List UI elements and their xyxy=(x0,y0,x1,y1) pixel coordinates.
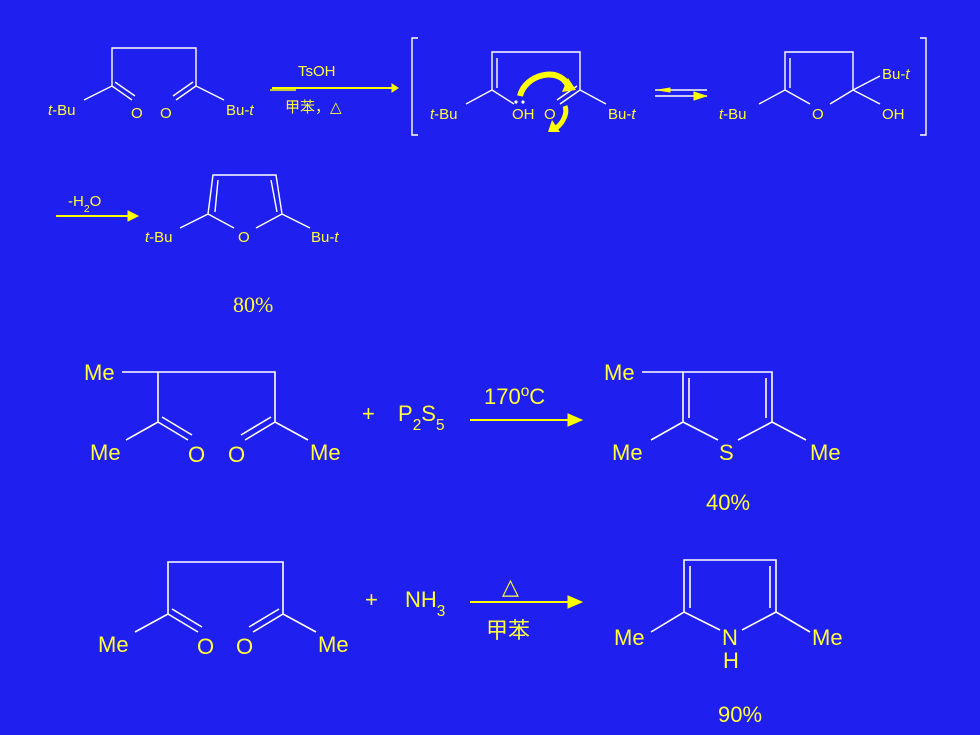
nh3-reagent: NH3 xyxy=(405,587,445,620)
thiophene-me-left: Me xyxy=(612,440,643,465)
p2s5-reagent: P2S5 xyxy=(398,401,445,434)
oxygen-2-label: O xyxy=(160,105,172,122)
toluene-heat-condition: 甲苯，△ xyxy=(285,99,342,116)
labels-reaction3: Me O O Me + NH3 △ 甲苯 Me N H Me 90% xyxy=(98,574,843,727)
oxygen-c-label: O xyxy=(197,634,214,659)
oxygen-a-label: O xyxy=(188,442,205,467)
bonds-reaction1 xyxy=(83,37,927,229)
thiophene-me-right: Me xyxy=(810,440,841,465)
tbu-left-label: t-Bu xyxy=(48,102,76,119)
furan-but-label: Bu-t xyxy=(311,229,339,246)
oxygen-1-label: O xyxy=(131,105,143,122)
thiophene-me-top: Me xyxy=(604,360,635,385)
int1-tbu-label: t-Bu xyxy=(430,106,458,123)
int2-o-label: O xyxy=(812,106,824,123)
int1-but-label: Bu-t xyxy=(608,106,636,123)
oxygen-b-label: O xyxy=(228,442,245,467)
me-left-label: Me xyxy=(90,440,121,465)
plus-sign-3: + xyxy=(365,587,378,612)
bonds-reaction2 xyxy=(122,371,807,441)
me-left-label-3: Me xyxy=(98,632,129,657)
but-right-label: Bu-t xyxy=(226,102,254,119)
temperature-condition: 170oC xyxy=(484,383,545,410)
yield-80-label: 80% xyxy=(233,292,273,317)
heat-condition: △ xyxy=(502,574,519,599)
pyrrole-n-label: N xyxy=(722,625,738,650)
bonds-reaction3 xyxy=(134,559,811,633)
pyrrole-h-label: H xyxy=(723,648,739,673)
int2-oh-label: OH xyxy=(882,106,905,123)
thiophene-s-label: S xyxy=(719,440,734,465)
me-top-label: Me xyxy=(84,360,115,385)
mechanism-arrows xyxy=(514,71,576,132)
int1-oh-label: OH xyxy=(512,106,535,123)
plus-sign: + xyxy=(362,401,375,426)
yield-90-label: 90% xyxy=(718,702,762,727)
int1-o-label: O xyxy=(544,106,556,123)
oxygen-d-label: O xyxy=(236,634,253,659)
toluene-condition: 甲苯 xyxy=(486,618,530,643)
reaction-arrows xyxy=(56,83,708,609)
pyrrole-me-left: Me xyxy=(614,625,645,650)
yield-40-label: 40% xyxy=(706,490,750,515)
dehydration-label: -H2O xyxy=(68,193,101,215)
tsoh-reagent: TsOH xyxy=(298,63,336,80)
int2-but-label: Bu-t xyxy=(882,66,910,83)
me-right-label-3: Me xyxy=(318,632,349,657)
pyrrole-me-right: Me xyxy=(812,625,843,650)
furan-tbu-label: t-Bu xyxy=(145,229,173,246)
labels-reaction1: t-Bu O O Bu-t TsOH 甲苯，△ t-Bu OH O Bu-t t… xyxy=(48,63,910,317)
me-right-label: Me xyxy=(310,440,341,465)
int2-tbu-label: t-Bu xyxy=(719,106,747,123)
furan-o-label: O xyxy=(238,229,250,246)
labels-reaction2: Me Me O O Me + P2S5 170oC Me Me S Me 40% xyxy=(84,360,841,515)
